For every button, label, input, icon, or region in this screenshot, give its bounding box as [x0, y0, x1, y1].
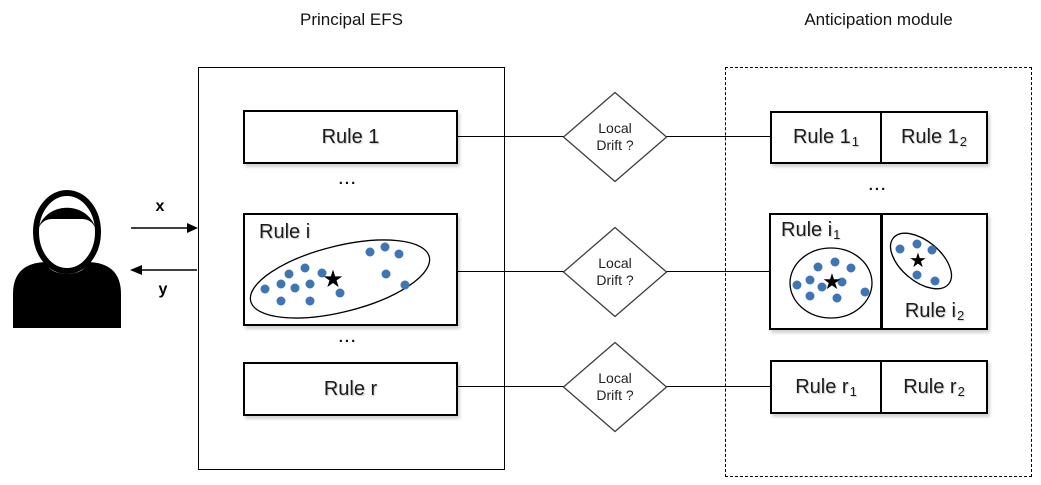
rule-r-label: Rule r — [323, 377, 378, 400]
rule-i-2-subscript: 2 — [956, 308, 965, 323]
rule-r-2-base: Rule r — [903, 375, 957, 398]
rule-i-2-label: Rule i2 — [883, 300, 986, 323]
rule-r-pair-box: Rule r1 Rule r2 — [770, 360, 988, 414]
rule-i-scatter: ★ — [245, 215, 456, 324]
rule-1-2-base: Rule 1 — [900, 126, 959, 148]
rule-1-1-cell: Rule 11 — [772, 113, 882, 162]
data-point — [813, 262, 823, 272]
data-point — [276, 296, 286, 306]
data-point — [860, 287, 870, 297]
rule-r-1-cell: Rule r1 — [772, 362, 882, 412]
data-point — [317, 268, 327, 278]
data-point — [805, 275, 815, 285]
output-label: y — [158, 281, 168, 298]
data-point — [817, 282, 827, 292]
data-point — [276, 279, 286, 289]
data-point — [805, 291, 815, 301]
diamond-shape — [562, 91, 668, 183]
principal-efs-box — [198, 67, 505, 470]
input-arrow — [131, 223, 198, 233]
local-drift-label: Local Drift ? — [562, 341, 668, 433]
data-point — [912, 239, 922, 249]
ellipsis: ... — [868, 177, 888, 194]
rule-i-box: ★ Rule i — [243, 213, 458, 326]
rule-1-1-label: Rule 11 — [793, 126, 859, 149]
rule-r-1-label: Rule r1 — [795, 376, 857, 399]
local-drift-label: Local Drift ? — [562, 226, 668, 318]
data-point — [284, 269, 294, 279]
rule-i-pair-box: ★ Rule i1 ★ Rule i2 — [769, 213, 988, 330]
local-drift-label: Local Drift ? — [562, 91, 668, 183]
rule-r-2-label: Rule r2 — [903, 376, 965, 399]
data-point — [335, 288, 345, 298]
data-point — [300, 263, 310, 273]
data-point — [400, 280, 410, 290]
rule-i-2-scatter: ★ — [883, 215, 986, 328]
output-arrow — [130, 265, 197, 275]
rule-i-label: Rule i — [259, 221, 311, 243]
rule-i-1-scatter: ★ — [771, 215, 880, 328]
data-point — [846, 263, 856, 273]
star-marker: ★ — [909, 250, 927, 272]
anticipation-module-title: Anticipation module — [804, 10, 953, 29]
rule-1-2-cell: Rule 12 — [882, 113, 986, 162]
local-drift-line1: Local — [598, 370, 632, 386]
rule-i-2-base: Rule i — [904, 300, 956, 322]
data-point — [365, 247, 375, 257]
diamond-shape — [562, 341, 668, 433]
star-marker: ★ — [822, 268, 842, 294]
diamond-shape — [562, 226, 668, 318]
anticipation-module-box — [725, 67, 1032, 477]
local-drift-diamond-3: Local Drift ? — [562, 341, 668, 433]
rule-i-1-subscript: 1 — [833, 227, 841, 242]
local-drift-diamond-2: Local Drift ? — [562, 226, 668, 318]
ellipsis: ... — [338, 171, 358, 188]
data-point — [930, 276, 940, 286]
rule-i-1-label: Rule i1 — [781, 219, 840, 242]
rule-i-cluster-ellipse — [249, 239, 431, 319]
data-point — [832, 293, 842, 303]
data-point — [912, 270, 922, 280]
rule-r-2-subscript: 2 — [957, 383, 965, 399]
data-point — [381, 269, 391, 279]
rule-1-box: Rule 1 — [243, 110, 458, 164]
input-label: x — [155, 198, 165, 215]
rule-1-2-label: Rule 12 — [901, 126, 967, 149]
local-drift-line1: Local — [598, 255, 632, 271]
rule-1-1-subscript: 1 — [851, 134, 860, 149]
rule-i-1-cell: ★ Rule i1 — [771, 215, 883, 328]
rule-r-box: Rule r — [243, 362, 458, 416]
star-marker: ★ — [322, 265, 344, 293]
data-point — [895, 244, 905, 254]
rule-1-pair-box: Rule 11 Rule 12 — [770, 111, 988, 164]
local-drift-line2: Drift ? — [596, 272, 634, 288]
rule-1-1-base: Rule 1 — [792, 126, 851, 148]
rule-r-2-cell: Rule r2 — [882, 362, 986, 412]
data-point — [305, 296, 315, 306]
data-point — [927, 245, 937, 255]
data-point — [837, 277, 847, 287]
data-point — [260, 284, 270, 294]
local-drift-line2: Drift ? — [596, 387, 634, 403]
rule-i-2-cell: ★ Rule i2 — [883, 215, 986, 328]
data-point — [792, 280, 802, 290]
principal-efs-title: Principal EFS — [300, 10, 403, 29]
rule-r-1-base: Rule r — [795, 375, 849, 398]
rule-i-1-base: Rule i — [781, 219, 833, 241]
user-icon — [13, 190, 121, 328]
rule-r-1-subscript: 1 — [849, 383, 857, 399]
rule-1-2-subscript: 2 — [959, 134, 968, 149]
data-point — [394, 249, 404, 259]
data-point — [380, 242, 390, 252]
rule-1-label: Rule 1 — [321, 125, 380, 148]
ellipsis: ... — [338, 329, 358, 346]
data-point — [830, 257, 840, 267]
local-drift-line2: Drift ? — [596, 137, 634, 153]
data-point — [305, 279, 315, 289]
local-drift-diamond-1: Local Drift ? — [562, 91, 668, 183]
local-drift-line1: Local — [598, 120, 632, 136]
data-point — [290, 283, 300, 293]
rule-i-1-cluster-ellipse — [789, 247, 873, 319]
